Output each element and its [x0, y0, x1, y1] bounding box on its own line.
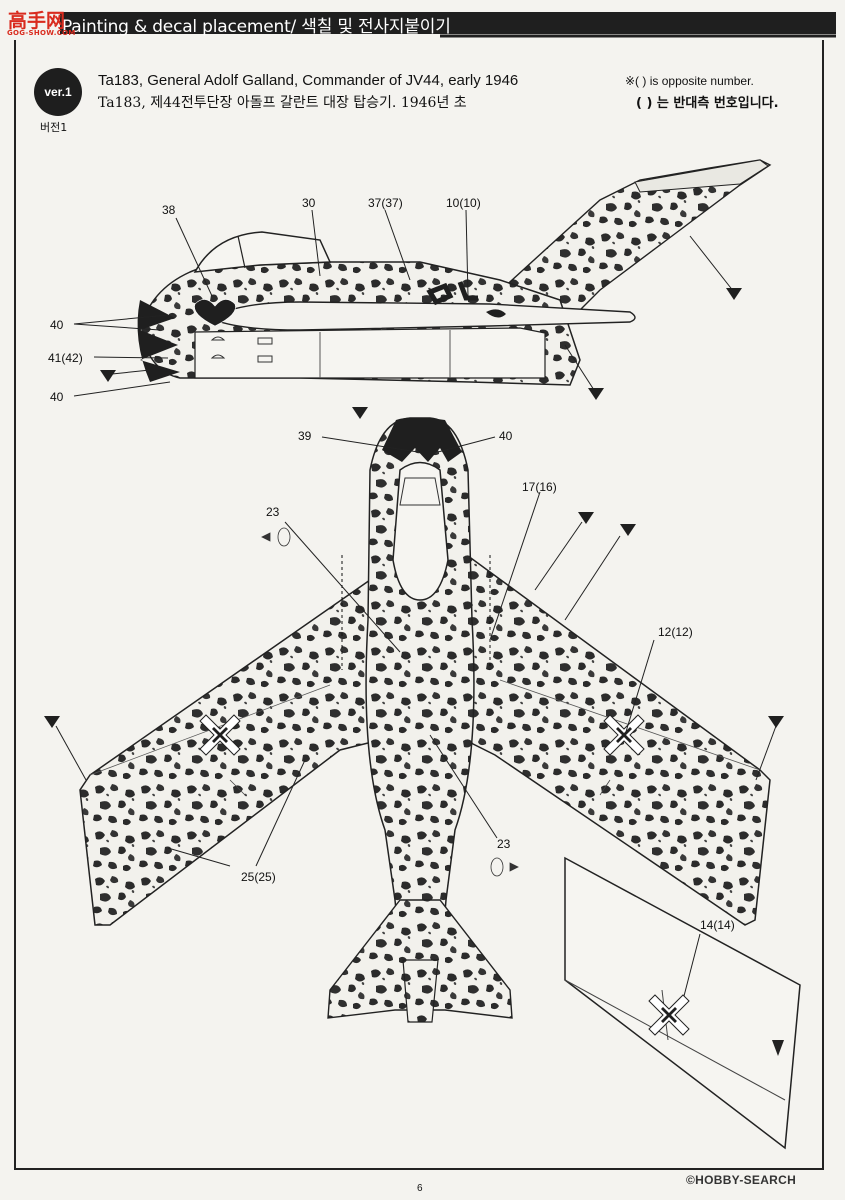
callout-40-side-upper: 40: [50, 318, 64, 332]
version-badge: ver.1: [34, 68, 82, 116]
version-label: 버전1: [40, 121, 68, 134]
page-title: Painting & decal placement/ 색칠 및 전사지붙이기: [62, 17, 451, 37]
side-canopy: [193, 231, 332, 273]
page-number: 6: [417, 1183, 423, 1194]
callout-17: 17(16): [522, 480, 557, 494]
callout-40-side-lower: 40: [50, 390, 64, 404]
decal-23-icon-lower: [490, 857, 519, 877]
watermark: ©HOBBY-SEARCH: [686, 1173, 797, 1187]
callout-10: 10(10): [446, 196, 481, 210]
aircraft-description-english: Ta183, General Adolf Galland, Commander …: [98, 72, 519, 89]
wing-cross-right: [603, 714, 645, 756]
callout-40-top: 40: [499, 429, 513, 443]
logo-text: 高手网: [8, 10, 66, 32]
callout-37: 37(37): [368, 196, 403, 210]
page-frame: [14, 40, 824, 1170]
side-nose-zigzag: [137, 300, 180, 382]
heart-emblem: [194, 299, 236, 327]
aircraft-description-korean: Ta183, 제44전투단장 아돌프 갈란트 대장 탑승기. 1946년 초: [98, 95, 467, 111]
side-wing: [208, 301, 636, 331]
callout-41: 41(42): [48, 351, 83, 365]
callout-14: 14(14): [700, 918, 735, 932]
callout-30: 30: [302, 196, 316, 210]
callout-39: 39: [298, 429, 312, 443]
callout-23-upper: 23: [266, 505, 280, 519]
side-lower-bay: [194, 327, 546, 379]
callout-23-lower: 23: [497, 837, 511, 851]
opposite-number-note-korean: ( ) 는 반대측 번호입니다.: [636, 96, 779, 111]
callout-38: 38: [162, 203, 176, 217]
opposite-number-note-english: ※( ) is opposite number.: [625, 74, 754, 88]
underside-cross: [648, 994, 690, 1036]
top-canopy: [392, 461, 449, 601]
callout-12: 12(12): [658, 625, 693, 639]
logo-subtext: GOG-SHOW.COM: [7, 29, 76, 37]
callout-25: 25(25): [241, 870, 276, 884]
wing-cross-left: [199, 714, 241, 756]
decal-23-icon-upper: [261, 527, 291, 547]
header-bar: [0, 8, 845, 38]
